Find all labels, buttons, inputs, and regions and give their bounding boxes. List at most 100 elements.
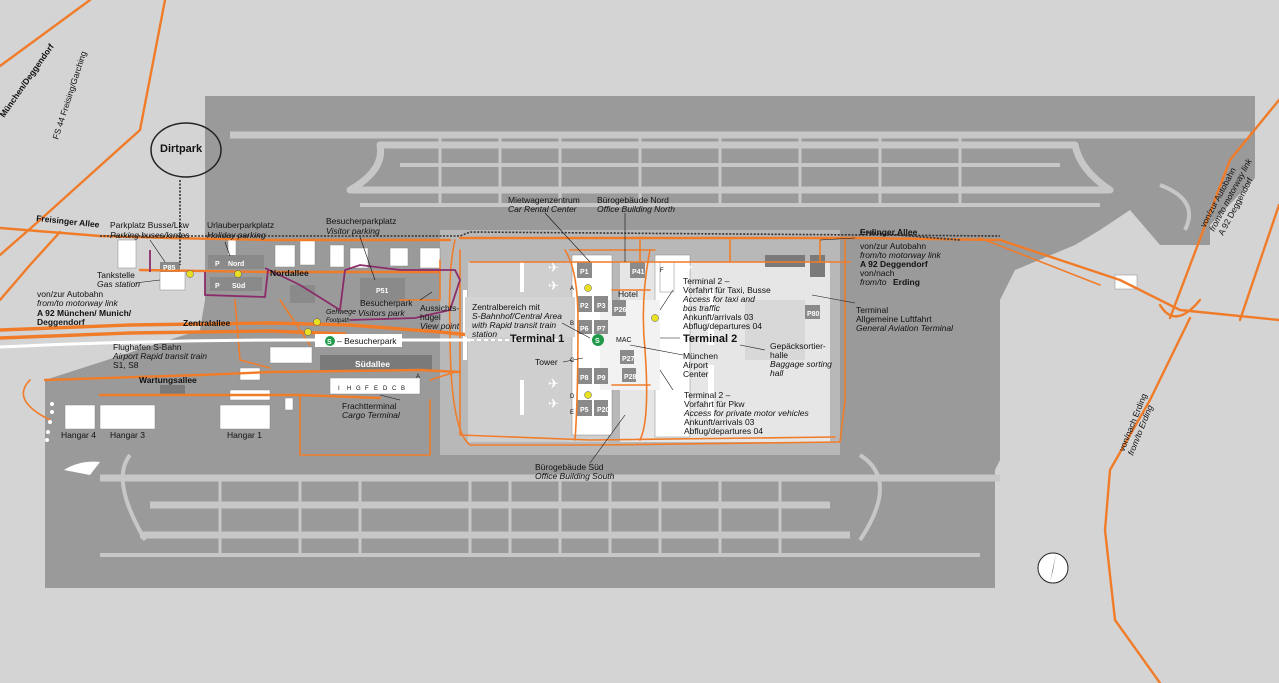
svg-text:von/nach: von/nach xyxy=(860,268,895,278)
svg-text:MAC: MAC xyxy=(616,337,632,344)
svg-text:✈: ✈ xyxy=(548,376,559,391)
svg-text:S: S xyxy=(327,339,332,346)
svg-text:Airport: Airport xyxy=(683,360,709,370)
svg-text:A 92 München/ Munich/: A 92 München/ Munich/ xyxy=(37,308,132,318)
parking-areas xyxy=(160,255,820,416)
svg-text:Abflug/departures 04: Abflug/departures 04 xyxy=(684,426,763,436)
svg-text:Visitor parking: Visitor parking xyxy=(326,226,380,236)
svg-text:P8: P8 xyxy=(580,375,589,382)
west-buildings xyxy=(64,237,1138,430)
svg-text:Besucherparkplatz: Besucherparkplatz xyxy=(326,216,396,226)
svg-text:D: D xyxy=(383,386,388,392)
svg-text:Visitors park: Visitors park xyxy=(358,308,405,318)
svg-text:P6: P6 xyxy=(580,326,589,333)
svg-text:F: F xyxy=(660,268,664,274)
svg-text:Footpath: Footpath xyxy=(326,318,350,324)
svg-text:C: C xyxy=(392,386,397,392)
svg-text:Aussichts-: Aussichts- xyxy=(420,303,459,313)
svg-text:✈: ✈ xyxy=(548,396,559,411)
north-arrow-icon xyxy=(1037,552,1069,584)
svg-text:Nordallee: Nordallee xyxy=(270,268,309,278)
svg-text:Terminal 2 –: Terminal 2 – xyxy=(684,390,731,400)
cargo-terminal-bays: I H G F E D C B A xyxy=(338,374,420,392)
svg-text:Nord: Nord xyxy=(228,261,244,268)
svg-text:Tower: Tower xyxy=(535,357,558,367)
svg-text:View point: View point xyxy=(420,321,460,331)
svg-text:Süd: Süd xyxy=(232,283,245,290)
svg-text:P3: P3 xyxy=(597,303,606,310)
svg-text:Dirtpark: Dirtpark xyxy=(160,143,203,155)
svg-text:Car Rental Center: Car Rental Center xyxy=(508,204,578,214)
svg-text:A: A xyxy=(570,286,574,292)
svg-text:Gehwege: Gehwege xyxy=(326,309,356,316)
svg-text:München/Deggendorf: München/Deggendorf xyxy=(0,42,56,119)
apron-lights xyxy=(45,402,54,442)
svg-text:FS 44 Freising/Garching: FS 44 Freising/Garching xyxy=(50,50,88,141)
svg-text:P9: P9 xyxy=(597,375,606,382)
svg-text:P41: P41 xyxy=(632,269,645,276)
svg-text:with Rapid transit train: with Rapid transit train xyxy=(472,320,556,330)
svg-text:✈: ✈ xyxy=(683,260,694,275)
svg-text:Hangar 4: Hangar 4 xyxy=(61,430,96,440)
svg-text:P51: P51 xyxy=(376,288,389,295)
svg-text:S: S xyxy=(595,338,600,345)
svg-text:F: F xyxy=(365,386,369,392)
svg-text:Baggage sorting: Baggage sorting xyxy=(770,359,832,369)
svg-text:– Besucherpark: – Besucherpark xyxy=(337,336,397,346)
svg-text:Gepäcksortier-: Gepäcksortier- xyxy=(770,341,826,351)
svg-text:Access for private motor vehic: Access for private motor vehicles xyxy=(683,408,809,418)
svg-text:✈: ✈ xyxy=(548,260,559,275)
svg-text:S-Bahnhof/Central Area: S-Bahnhof/Central Area xyxy=(472,311,562,321)
airplane-icon: ✈ ✈ ✈ ✈ ✈ xyxy=(548,260,694,411)
svg-text:Hotel: Hotel xyxy=(618,289,638,299)
svg-text:Terminal: Terminal xyxy=(856,305,888,315)
svg-text:Terminal 2 –: Terminal 2 – xyxy=(683,276,730,286)
svg-text:Allgemeine Luftfahrt: Allgemeine Luftfahrt xyxy=(856,314,932,324)
svg-text:von/zur Autobahn: von/zur Autobahn xyxy=(860,241,926,251)
svg-text:Zentralbereich mit: Zentralbereich mit xyxy=(472,302,541,312)
svg-text:P20: P20 xyxy=(597,407,610,414)
svg-text:P: P xyxy=(215,261,220,268)
svg-text:Ankunft/arrivals 03: Ankunft/arrivals 03 xyxy=(684,417,755,427)
svg-text:Cargo Terminal: Cargo Terminal xyxy=(342,410,401,420)
svg-text:Erdinger Allee: Erdinger Allee xyxy=(860,227,918,237)
svg-text:B: B xyxy=(401,386,405,392)
rail-line xyxy=(0,180,1001,349)
svg-text:Bürogebäude Süd: Bürogebäude Süd xyxy=(535,462,604,472)
svg-text:Terminal 1: Terminal 1 xyxy=(510,333,564,345)
svg-text:P28: P28 xyxy=(624,374,637,381)
svg-text:from/to motorway link: from/to motorway link xyxy=(37,298,119,308)
svg-text:Tankstelle: Tankstelle xyxy=(97,270,135,280)
svg-text:Flughafen S-Bahn: Flughafen S-Bahn xyxy=(113,342,182,352)
svg-text:Zentralallee: Zentralallee xyxy=(183,318,231,328)
svg-text:G: G xyxy=(356,386,361,392)
svg-text:Access for taxi and: Access for taxi and xyxy=(682,294,755,304)
svg-text:E: E xyxy=(570,410,574,416)
svg-text:A: A xyxy=(416,374,420,380)
svg-text:Airport Rapid transit train: Airport Rapid transit train xyxy=(112,351,207,361)
sbahn-icon: S S xyxy=(325,334,604,346)
svg-text:Bürogebäude Nord: Bürogebäude Nord xyxy=(597,195,669,205)
svg-text:B: B xyxy=(570,321,574,327)
svg-text:hall: hall xyxy=(770,368,784,378)
svg-text:München: München xyxy=(683,351,718,361)
svg-text:H: H xyxy=(347,386,351,392)
svg-text:Office Building South: Office Building South xyxy=(535,471,615,481)
svg-text:von/zur Autobahn: von/zur Autobahn xyxy=(37,289,103,299)
dirtpark: Dirtpark xyxy=(150,122,222,178)
svg-text:Urlauberparkplatz: Urlauberparkplatz xyxy=(207,220,274,230)
svg-text:Parkplatz Busse/Lkw: Parkplatz Busse/Lkw xyxy=(110,220,190,230)
parking-icon: P85 P Nord P Süd P51 P1 P2 P3 P6 P7 P8 P… xyxy=(163,261,820,414)
svg-text:Abflug/departures 04: Abflug/departures 04 xyxy=(683,321,762,331)
svg-text:S1, S8: S1, S8 xyxy=(113,360,139,370)
svg-text:General Aviation Terminal: General Aviation Terminal xyxy=(856,323,954,333)
svg-text:P7: P7 xyxy=(597,326,606,333)
svg-text:Center: Center xyxy=(683,369,709,379)
svg-text:Holiday parking: Holiday parking xyxy=(207,230,266,240)
svg-text:Gas station: Gas station xyxy=(97,279,140,289)
footpaths xyxy=(149,250,461,321)
svg-text:Office Building North: Office Building North xyxy=(597,204,675,214)
svg-text:Deggendorf: Deggendorf xyxy=(37,317,85,327)
svg-text:I: I xyxy=(338,386,340,392)
svg-text:Ankunft/arrivals 03: Ankunft/arrivals 03 xyxy=(683,312,754,322)
